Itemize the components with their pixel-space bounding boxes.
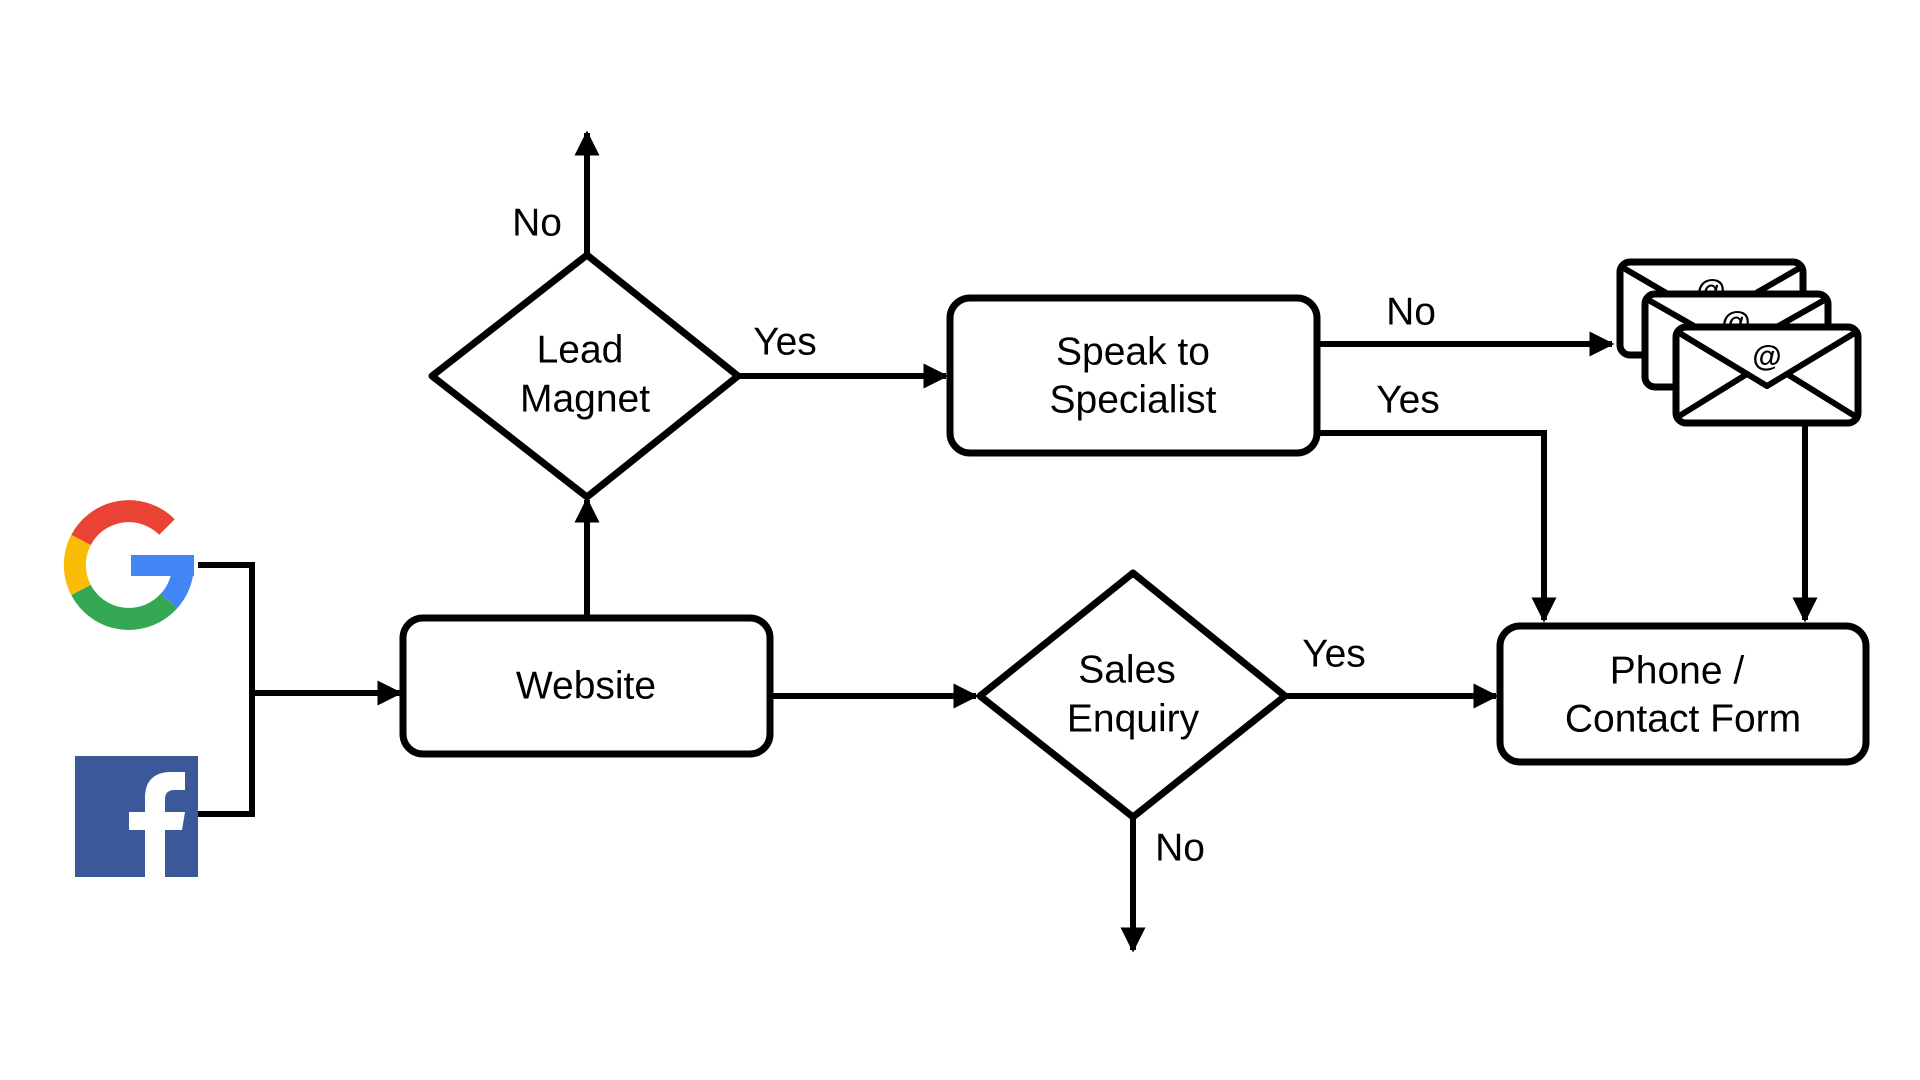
- edge-label-sales-enquiry-no: No: [1155, 826, 1205, 869]
- email-at-symbol: @: [1752, 340, 1781, 373]
- node-lead-magnet-label-line1: Lead: [537, 328, 624, 371]
- node-speak-to-specialist: Speak to Specialist: [946, 294, 1321, 457]
- edge-label-sales-enquiry-yes: Yes: [1302, 632, 1366, 675]
- node-lead-magnet: Lead Magnet: [428, 251, 742, 501]
- edge-label-lead-magnet-no: No: [512, 201, 562, 244]
- node-speak-to-specialist-label-line2: Specialist: [1050, 378, 1217, 421]
- node-sales-enquiry-label-line1: Sales: [1078, 648, 1176, 691]
- edge-label-specialist-yes: Yes: [1376, 378, 1440, 421]
- node-phone-contact-form-label-line1: Phone /: [1610, 649, 1745, 692]
- node-lead-magnet-label-line2: Magnet: [520, 377, 650, 420]
- envelope-front-icon: @: [1672, 323, 1862, 427]
- node-sales-enquiry: Sales Enquiry: [976, 569, 1289, 821]
- edge-specialist-yes: [1317, 430, 1557, 623]
- edge-label-specialist-no: No: [1386, 290, 1436, 333]
- facebook-logo-icon: [75, 756, 198, 877]
- edge-google-to-merge: [198, 562, 255, 693]
- email-envelope-stack-icon: @ @ @: [1616, 258, 1862, 427]
- edge-facebook-to-merge: [198, 693, 255, 817]
- edge-label-lead-magnet-yes: Yes: [753, 320, 817, 363]
- edges: [198, 130, 1818, 953]
- node-phone-contact-form: Phone / Contact Form: [1496, 622, 1870, 766]
- node-website-label: Website: [516, 664, 656, 707]
- google-logo-icon: [63, 500, 194, 630]
- node-speak-to-specialist-label-line1: Speak to: [1056, 330, 1210, 373]
- node-sales-enquiry-label-line2: Enquiry: [1067, 697, 1200, 740]
- node-website: Website: [399, 614, 774, 758]
- node-phone-contact-form-label-line2: Contact Form: [1565, 697, 1801, 740]
